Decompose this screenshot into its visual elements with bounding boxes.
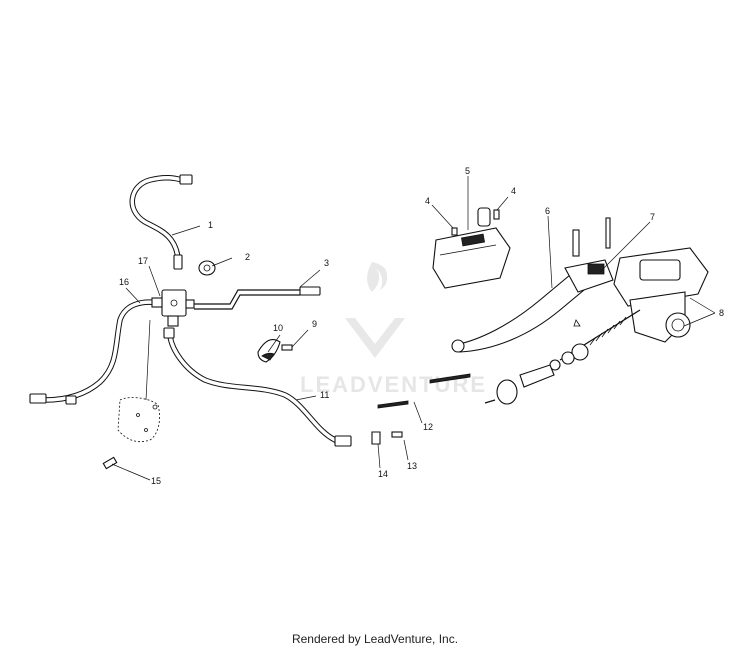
- footer-credit: Rendered by LeadVenture, Inc.: [291, 632, 459, 646]
- callout-4-left: 4: [425, 196, 430, 206]
- callout-12: 12: [423, 422, 433, 432]
- callout-11: 11: [320, 390, 329, 400]
- callout-2: 2: [245, 252, 250, 262]
- left-hose-assembly: [29, 174, 471, 470]
- callout-9: 9: [312, 319, 317, 329]
- callout-14: 14: [378, 469, 388, 479]
- callout-5: 5: [465, 166, 470, 176]
- callout-16: 16: [119, 277, 129, 287]
- callout-1: 1: [208, 220, 213, 230]
- callout-4-right: 4: [511, 186, 516, 196]
- callout-15: 15: [151, 476, 161, 486]
- callout-7: 7: [650, 212, 655, 222]
- callout-labels: 1 2 3 4 4 5 6 7 8 9 10 11 12 13 14 15 16…: [119, 166, 724, 486]
- callout-3: 3: [324, 258, 329, 268]
- callout-10: 10: [273, 323, 283, 333]
- callout-8: 8: [719, 308, 724, 318]
- callout-17: 17: [138, 256, 148, 266]
- callout-6: 6: [545, 206, 550, 216]
- leader-lines: [111, 176, 716, 481]
- callout-13: 13: [407, 461, 417, 471]
- master-cylinder-assembly: [432, 207, 709, 405]
